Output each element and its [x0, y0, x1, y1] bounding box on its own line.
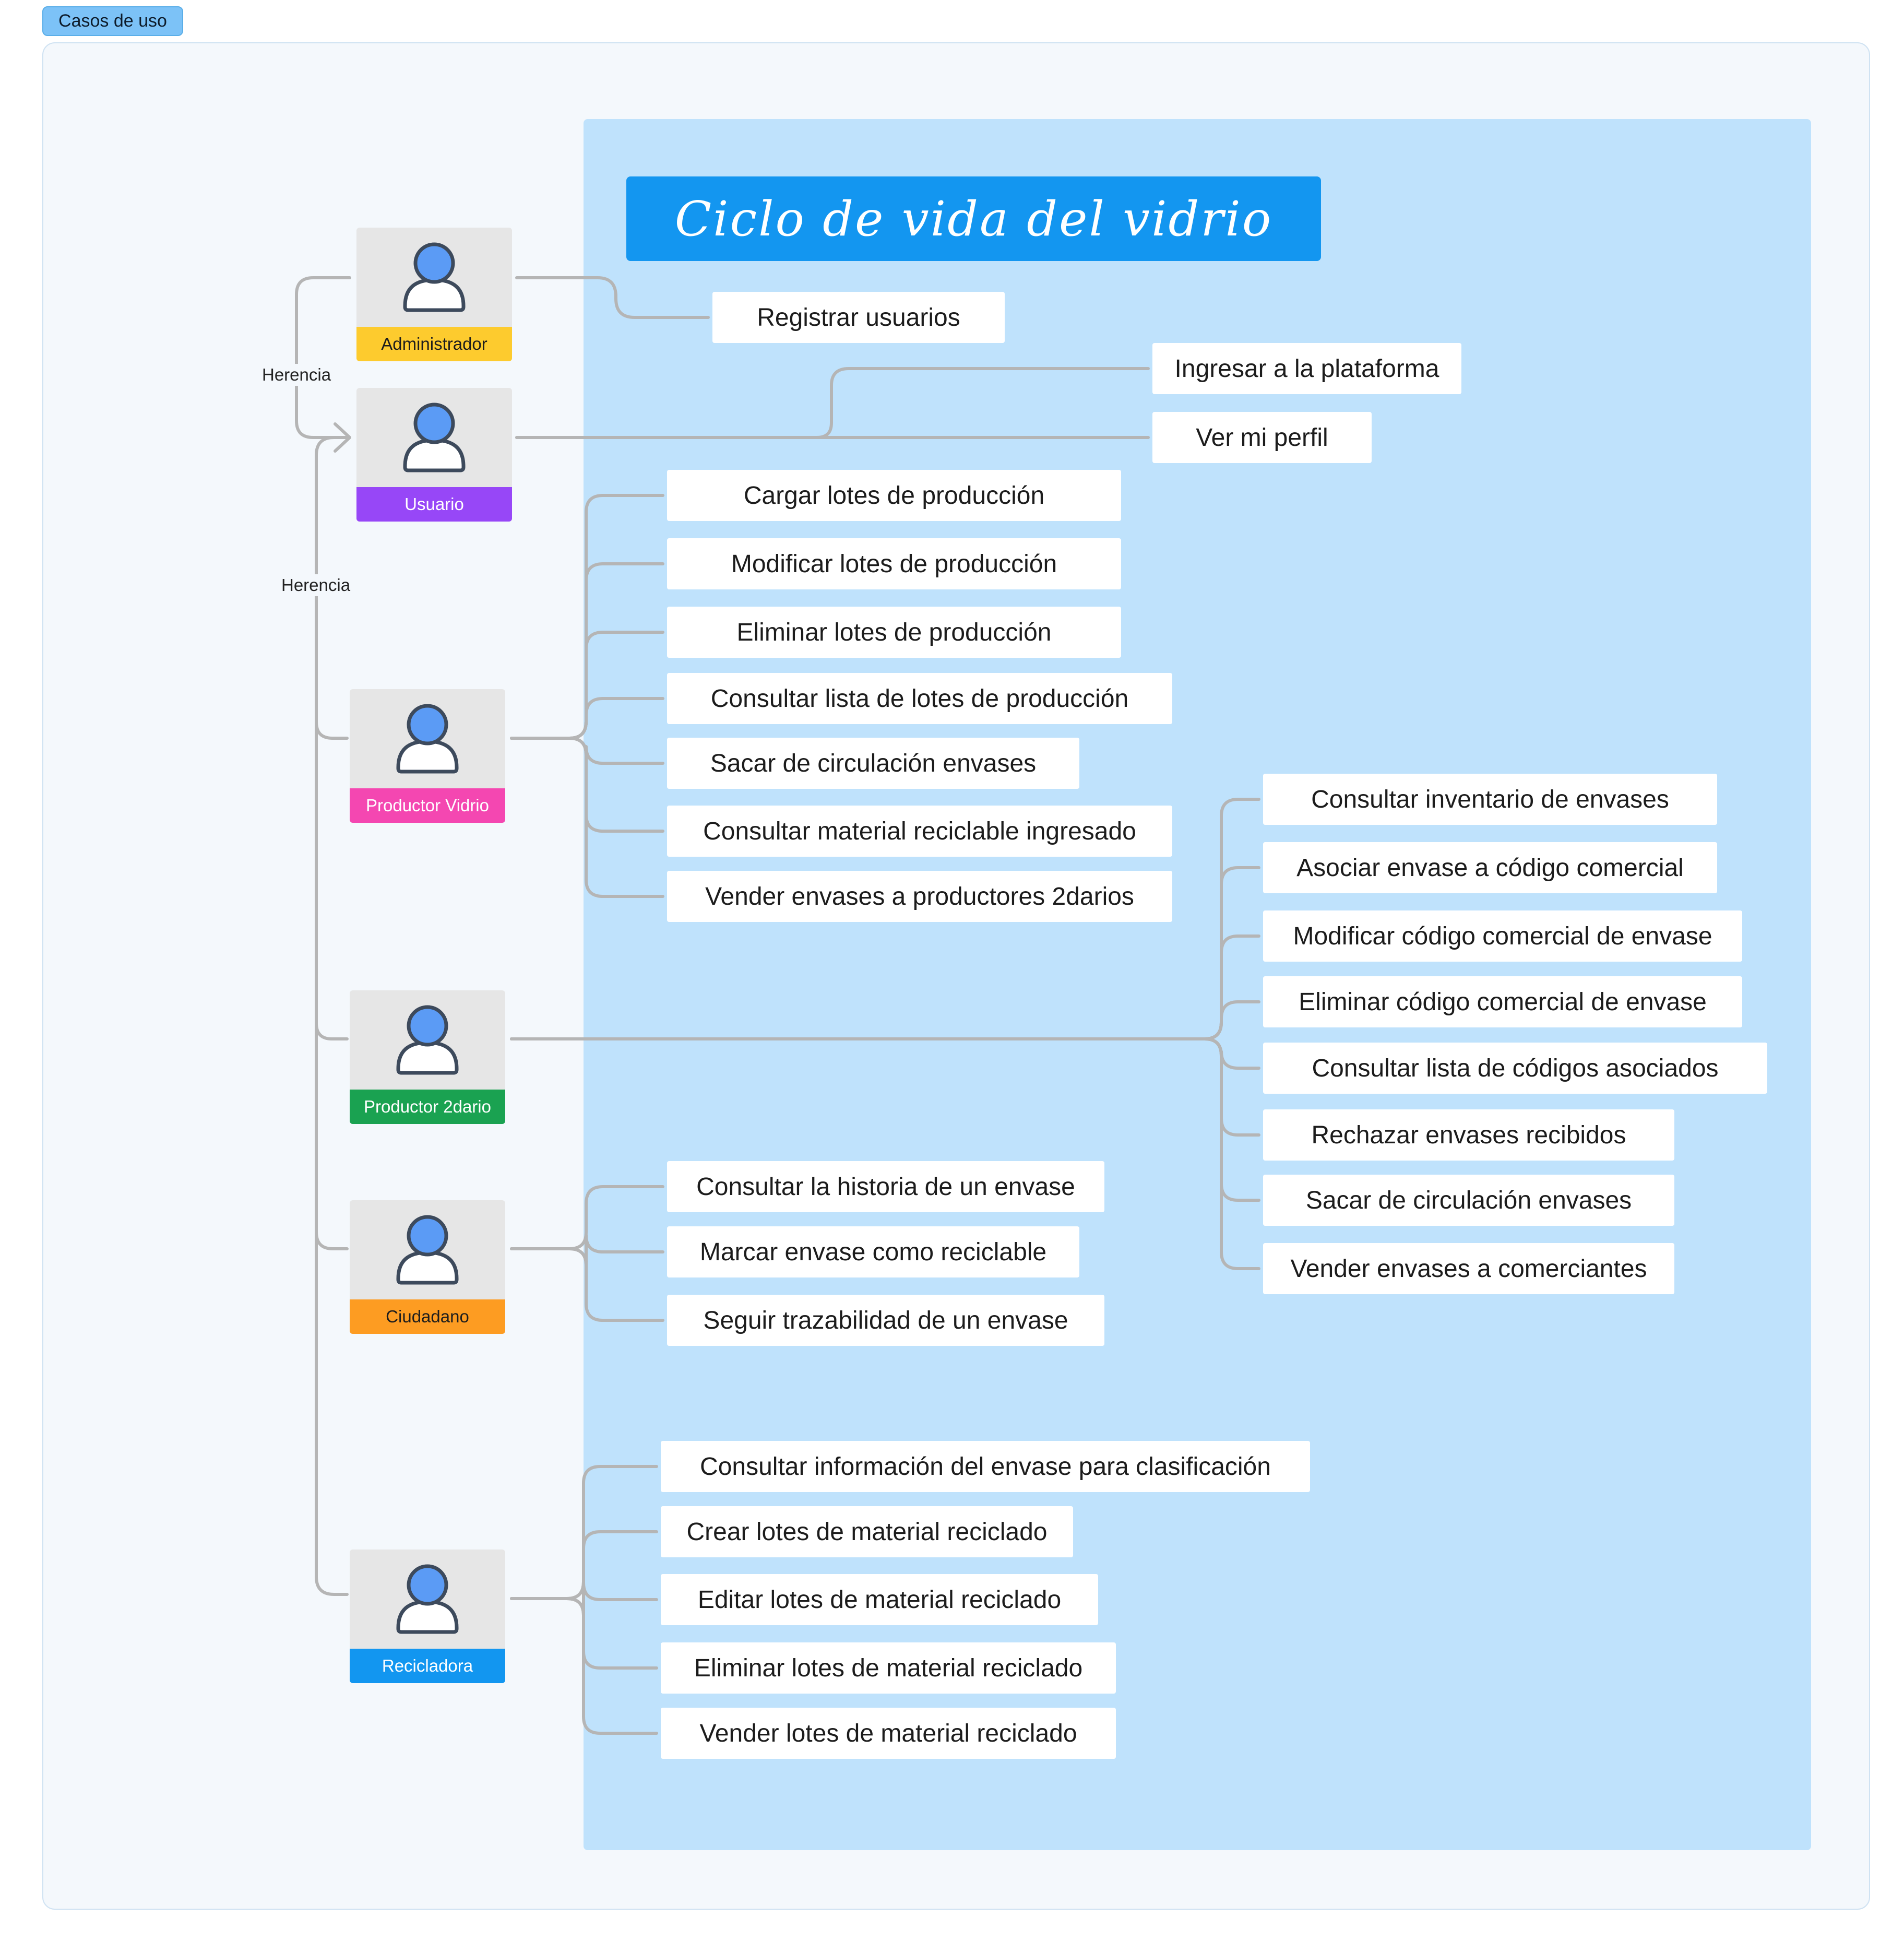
- usecase-eliminar-codigo[interactable]: Eliminar código comercial de envase: [1263, 976, 1742, 1027]
- usecase-modificar-lotes[interactable]: Modificar lotes de producción: [667, 538, 1121, 589]
- usecase-modificar-codigo[interactable]: Modificar código comercial de envase: [1263, 910, 1742, 962]
- inheritance-ciudadano: [315, 1231, 349, 1250]
- usecase-rechazar-envases[interactable]: Rechazar envases recibidos: [1263, 1109, 1674, 1161]
- connector-productor-vidrio-3: [510, 697, 664, 740]
- usecase-ver-mi-perfil[interactable]: Ver mi perfil: [1152, 412, 1372, 463]
- actor-administrador[interactable]: Administrador: [356, 228, 512, 361]
- user-icon: [396, 1215, 459, 1285]
- inheritance-label-admin: Herencia: [259, 364, 335, 386]
- actor-label-usuario: Usuario: [356, 487, 512, 522]
- usecase-vender-envases-2darios[interactable]: Vender envases a productores 2darios: [667, 871, 1172, 922]
- connector-recicladora-4: [510, 1597, 658, 1735]
- usecase-eliminar-lotes[interactable]: Eliminar lotes de producción: [667, 607, 1121, 658]
- usecase-cargar-lotes[interactable]: Cargar lotes de producción: [667, 470, 1121, 521]
- actor-label-recicladora: Recicladora: [350, 1649, 505, 1683]
- actor-label-productor-2dario: Productor 2dario: [350, 1090, 505, 1124]
- usecase-marcar-reciclable[interactable]: Marcar envase como reciclable: [667, 1226, 1079, 1277]
- usecase-vender-lotes-reciclado[interactable]: Vender lotes de material reciclado: [661, 1708, 1116, 1759]
- connector-ciudadano-2: [510, 1247, 664, 1322]
- usecase-consultar-historia[interactable]: Consultar la historia de un envase: [667, 1161, 1104, 1212]
- actor-label-administrador: Administrador: [356, 327, 512, 361]
- inheritance-productor-2dario: [315, 1022, 349, 1040]
- user-icon: [396, 1564, 459, 1634]
- actor-productor-vidrio[interactable]: Productor Vidrio: [350, 689, 505, 823]
- usecase-consultar-lista-codigos[interactable]: Consultar lista de códigos asociados: [1263, 1043, 1767, 1094]
- user-icon: [396, 704, 459, 774]
- frame-tab[interactable]: Casos de uso: [42, 6, 183, 36]
- usecase-consultar-material-reciclable[interactable]: Consultar material reciclable ingresado: [667, 806, 1172, 857]
- connector-productor-2dario-4: [510, 1037, 1260, 1070]
- connector-productor-2dario-5: [510, 1037, 1260, 1137]
- inheritance-administrador: [295, 276, 351, 439]
- connector-productor-2dario-7: [510, 1037, 1260, 1270]
- usecase-asociar-envase-codigo[interactable]: Asociar envase a código comercial: [1263, 842, 1717, 893]
- usecase-vender-comerciantes[interactable]: Vender envases a comerciantes: [1263, 1243, 1674, 1294]
- actor-label-ciudadano: Ciudadano: [350, 1299, 505, 1334]
- usecase-registrar-usuarios[interactable]: Registrar usuarios: [712, 292, 1005, 343]
- inheritance-trunk: [315, 436, 350, 1596]
- usecase-eliminar-lotes-reciclado[interactable]: Eliminar lotes de material reciclado: [661, 1642, 1116, 1694]
- connector-administrador: [515, 276, 710, 319]
- actor-productor-2dario[interactable]: Productor 2dario: [350, 990, 505, 1124]
- inheritance-label-subtypes: Herencia: [278, 574, 354, 596]
- actor-recicladora[interactable]: Recicladora: [350, 1549, 505, 1683]
- usecase-crear-lotes-reciclado[interactable]: Crear lotes de material reciclado: [661, 1506, 1073, 1557]
- connector-recicladora-1: [510, 1530, 658, 1600]
- usecase-consultar-info-clasificacion[interactable]: Consultar información del envase para cl…: [661, 1441, 1310, 1492]
- user-icon: [403, 242, 466, 312]
- connector-productor-2dario-2: [510, 934, 1260, 1040]
- usecase-consultar-inventario[interactable]: Consultar inventario de envases: [1263, 774, 1717, 825]
- connector-productor-2dario-3: [510, 1000, 1260, 1040]
- usecase-consultar-lista-lotes[interactable]: Consultar lista de lotes de producción: [667, 673, 1172, 724]
- usecase-sacar-circulacion-2dario[interactable]: Sacar de circulación envases: [1263, 1175, 1674, 1226]
- user-icon: [403, 403, 466, 472]
- actor-label-productor-vidrio: Productor Vidrio: [350, 788, 505, 823]
- inheritance-productor-vidrio: [315, 720, 349, 740]
- actor-usuario[interactable]: Usuario: [356, 388, 512, 522]
- connector-usuario-1: [515, 367, 1150, 439]
- usecase-seguir-trazabilidad[interactable]: Seguir trazabilidad de un envase: [667, 1295, 1104, 1346]
- actor-ciudadano[interactable]: Ciudadano: [350, 1200, 505, 1334]
- connector-productor-vidrio-6: [510, 737, 664, 898]
- usecase-sacar-circulacion-vidrio[interactable]: Sacar de circulación envases: [667, 738, 1079, 789]
- connector-ciudadano-0: [510, 1185, 664, 1250]
- usecase-ingresar-plataforma[interactable]: Ingresar a la plataforma: [1152, 343, 1461, 394]
- diagram-title[interactable]: Ciclo de vida del vidrio: [626, 176, 1321, 261]
- user-icon: [396, 1005, 459, 1075]
- usecase-editar-lotes-reciclado[interactable]: Editar lotes de material reciclado: [661, 1574, 1098, 1625]
